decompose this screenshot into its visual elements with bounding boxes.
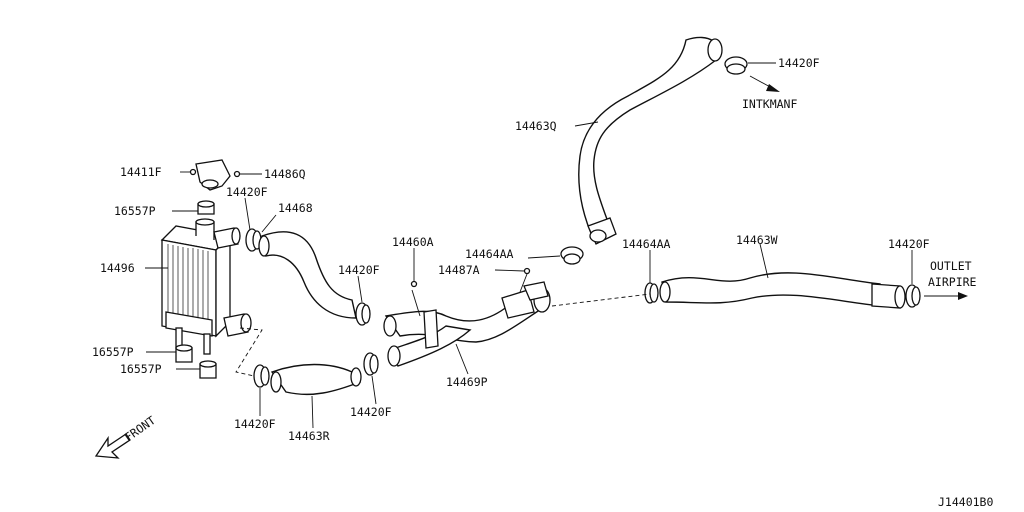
label-14420F-a: 14420F [226,185,268,199]
label-14420F-b: 14420F [234,417,276,431]
intake-arrow [749,75,780,92]
label-airpire: AIRPIRE [928,275,977,289]
intercooler [160,218,252,355]
hose-14463R [270,363,362,396]
clamp-e [724,56,748,75]
label-14486Q: 14486Q [264,167,306,181]
label-16557P-bot: 16557P [120,362,162,376]
clamp-c [355,302,371,326]
hose-14463Q [578,36,723,245]
label-14420F-c: 14420F [338,263,380,277]
clamp-14464AA-b [644,282,659,304]
label-14464AA-a: 14464AA [465,247,514,261]
label-16557P-top: 16557P [114,204,156,218]
outlet-arrow [924,292,968,300]
diagram-code: J14401B0 [938,495,993,509]
clamp-d [363,352,379,376]
label-14496: 14496 [100,261,135,275]
label-14463R: 14463R [288,429,330,443]
bolt-14460A [410,280,418,288]
label-16557P-mid: 16557P [92,345,134,359]
label-14420F-e: 14420F [778,56,820,70]
leader-lines [145,62,913,429]
dash-line-mid [551,293,651,307]
clamp-b [253,364,270,388]
label-14463Q: 14463Q [515,119,557,133]
grommet-top [197,200,215,215]
label-14460A: 14460A [392,235,434,249]
label-outlet: OUTLET [930,259,972,273]
label-14463W: 14463W [736,233,778,247]
front-arrow-icon [94,433,131,459]
dash-line-lower [235,327,263,377]
grommet-bottom [199,360,217,379]
bolt-14487A [523,267,531,275]
bracket [189,159,241,191]
hose-14463W [659,272,906,309]
clamp-f [905,284,921,308]
label-front: FRONT [122,413,158,444]
grommet-mid [175,344,193,363]
label-14420F-f: 14420F [888,237,930,251]
label-14420F-d: 14420F [350,405,392,419]
label-intkmanf: INTKMANF [742,97,797,111]
label-14468: 14468 [278,201,313,215]
clamp-14464AA-a [560,246,584,265]
pipe-14469P [383,281,551,367]
label-14464AA-b: 14464AA [622,237,671,251]
label-14487A: 14487A [438,263,480,277]
label-14411F: 14411F [120,165,162,179]
hose-14468 [258,231,357,319]
label-14469P: 14469P [446,375,488,389]
